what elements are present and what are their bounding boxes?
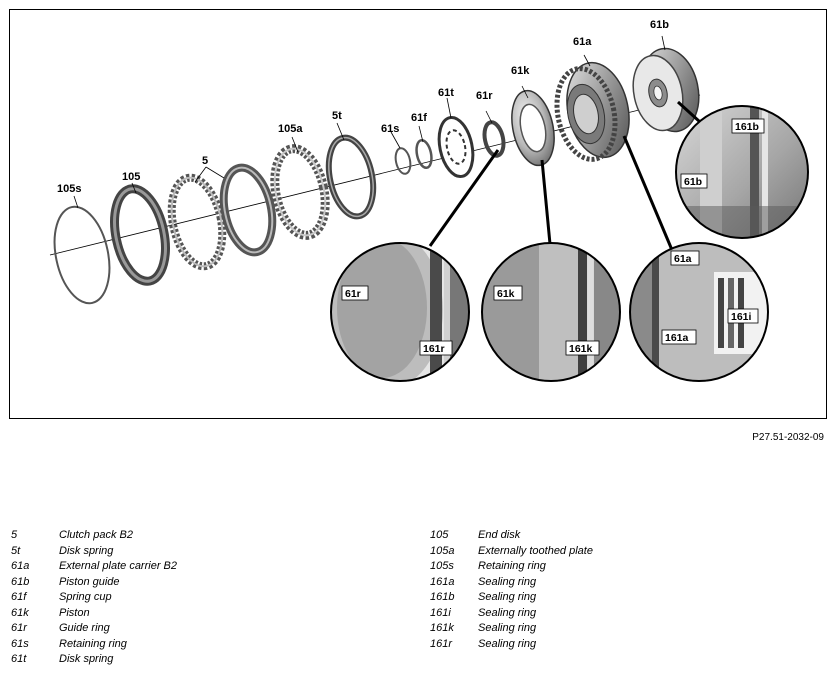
legend-description: Retaining ring (59, 637, 127, 650)
legend-code: 161a (430, 575, 455, 588)
clutch-pack-5 (167, 163, 277, 271)
spring-cup-61f (415, 138, 433, 170)
legend-code: 61t (11, 653, 27, 665)
exploded-view-drawing: 105s 105 5 105a 5t 61s 61f 61t 61r 61k 6… (49, 19, 809, 382)
label-105s: 105s (57, 183, 81, 195)
legend-description: End disk (478, 529, 521, 541)
legend-code: 61f (11, 591, 27, 603)
legend-code: 161i (430, 606, 451, 619)
guide-ring-61r (482, 120, 506, 158)
legend-description: Retaining ring (478, 560, 546, 572)
retaining-ring-61s (394, 147, 412, 175)
retaining-ring-105s (53, 205, 111, 305)
piston-guide-61b (632, 47, 700, 133)
legend-code: 5t (11, 544, 21, 557)
exploded-view-figure: 105s 105 5 105a 5t 61s 61f 61t 61r 61k 6… (9, 9, 827, 419)
legend-item: 161b Sealing ring (430, 590, 593, 606)
detail-label-61b: 61b (684, 176, 702, 188)
legend-item: 105 End disk (430, 528, 593, 544)
legend-description: Piston guide (59, 575, 120, 588)
externally-toothed-plate-105a (270, 144, 330, 240)
legend-item: 161k Sealing ring (430, 621, 593, 637)
label-105a: 105a (278, 123, 303, 135)
detail-label-161a: 161a (665, 332, 689, 344)
legend-code: 61a (11, 560, 30, 572)
end-disk-105 (110, 184, 170, 286)
legend-description: Sealing ring (478, 591, 537, 603)
legend-description: Piston (59, 606, 90, 619)
detail-label-161b: 161b (735, 121, 759, 133)
legend-description: External plate carrier B2 (59, 560, 177, 572)
label-5t: 5t (332, 110, 342, 122)
detail-label-61r: 61r (345, 288, 361, 300)
detail-label-61a: 61a (674, 253, 692, 265)
piston-61k (511, 89, 555, 167)
label-61t: 61t (438, 87, 454, 99)
external-plate-carrier-61a (554, 61, 630, 162)
legend-description: Disk spring (59, 544, 114, 557)
legend-description: Sealing ring (478, 575, 537, 588)
label-61s: 61s (381, 123, 399, 135)
legend-code: 161b (430, 591, 455, 603)
legend-code: 61s (11, 637, 29, 650)
legend-item: 61t Disk spring (11, 652, 177, 668)
legend-item: 161a Sealing ring (430, 575, 593, 591)
detail-label-161k: 161k (569, 343, 593, 355)
detail-labels: 161b 61b 61r 161r 61k 161k 61a 161i 161a (341, 118, 765, 356)
legend-code: 5 (11, 529, 18, 541)
leader-lines (73, 35, 666, 209)
legend-description: Guide ring (59, 622, 110, 634)
legend-item: 5t Disk spring (11, 544, 177, 560)
legend-item: 161r Sealing ring (430, 637, 593, 653)
legend-item: 61a External plate carrier B2 (11, 559, 177, 575)
legend-description: Sealing ring (478, 637, 537, 650)
legend-item: 5 Clutch pack B2 (11, 528, 177, 544)
label-61f: 61f (411, 112, 427, 124)
part-labels: 105s 105 5 105a 5t 61s 61f 61t 61r 61k 6… (57, 19, 669, 195)
legend-item: 105s Retaining ring (430, 559, 593, 575)
detail-connectors (428, 100, 702, 251)
legend-description: Externally toothed plate (478, 544, 593, 557)
label-61r: 61r (476, 90, 493, 102)
legend-item: 61r Guide ring (11, 621, 177, 637)
label-61b: 61b (650, 19, 669, 31)
legend-code: 61b (11, 575, 30, 588)
legend-item: 61k Piston (11, 606, 177, 622)
legend-code: 105s (430, 560, 454, 572)
legend-item: 161i Sealing ring (430, 606, 593, 622)
legend-item: 61f Spring cup (11, 590, 177, 606)
legend-code: 161r (430, 637, 453, 650)
legend-item: 61s Retaining ring (11, 637, 177, 653)
legend-code: 105 (430, 529, 449, 541)
legend-description: Clutch pack B2 (59, 529, 133, 541)
label-105: 105 (122, 171, 140, 183)
detail-circle-61r (330, 242, 470, 382)
legend-description: Sealing ring (478, 606, 537, 619)
detail-label-61k: 61k (497, 288, 515, 300)
legend-code: 61k (11, 606, 29, 619)
legend-description: Sealing ring (478, 622, 537, 634)
disk-spring-5t (325, 134, 377, 220)
legend-description: Disk spring (59, 653, 114, 665)
legend-description: Spring cup (59, 591, 112, 603)
legend-code: 105a (430, 544, 455, 557)
figure-reference: P27.51-2032-09 (752, 432, 824, 443)
legend-item: 105a Externally toothed plate (430, 544, 593, 560)
disk-spring-61t (437, 115, 475, 179)
detail-circle-61k (481, 242, 621, 382)
detail-label-161i: 161i (731, 311, 752, 323)
detail-label-161r: 161r (423, 343, 445, 355)
legend-item: 61b Piston guide (11, 575, 177, 591)
label-5: 5 (202, 155, 208, 167)
legend-code: 61r (11, 622, 27, 634)
label-61a: 61a (573, 36, 592, 48)
legend-code: 161k (430, 622, 454, 634)
label-61k: 61k (511, 65, 530, 77)
